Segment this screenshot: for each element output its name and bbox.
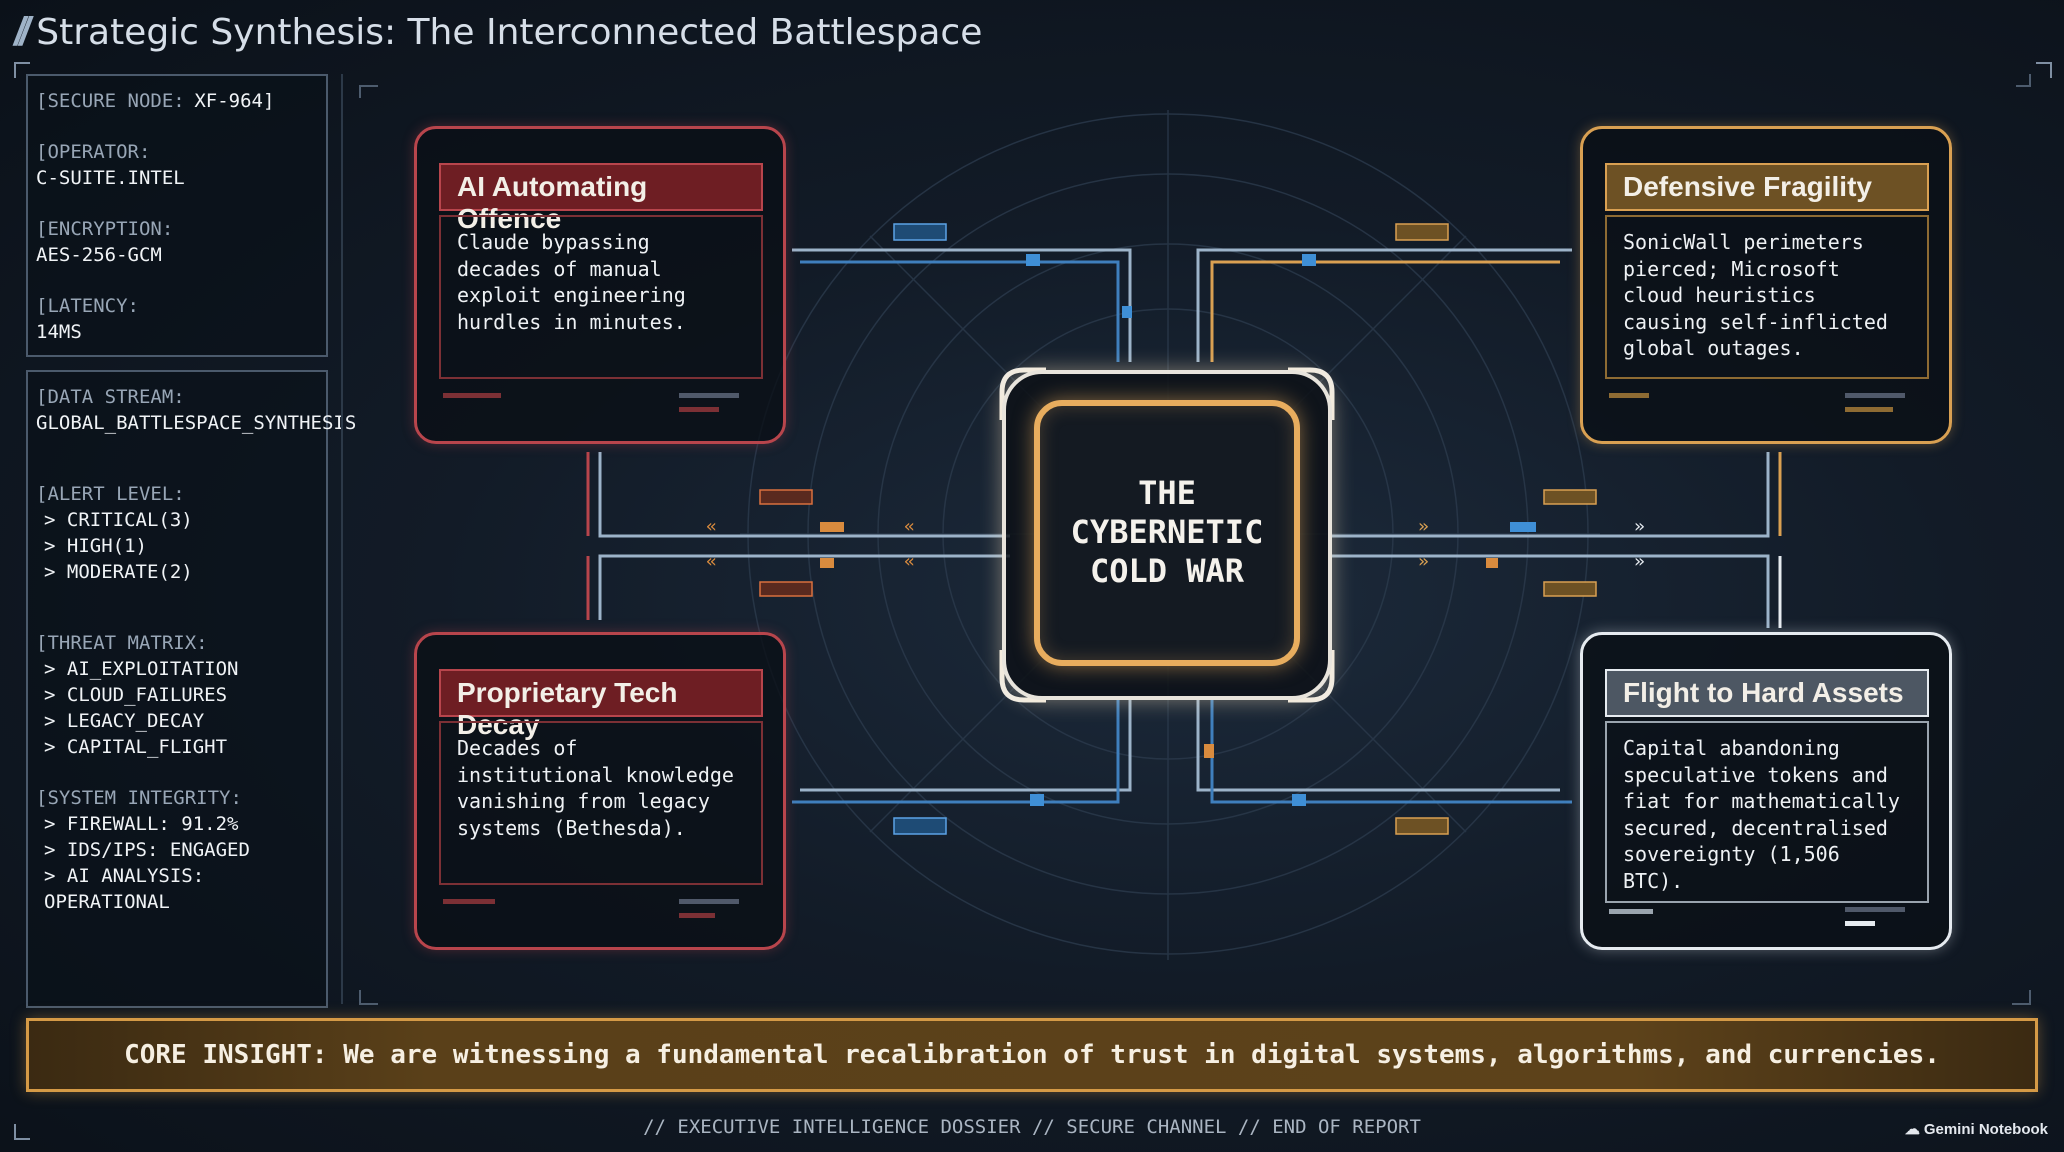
svg-text:»: » <box>1418 516 1429 537</box>
integrity-item: > IDS/IPS: ENGAGED <box>44 839 250 861</box>
node-value: XF-964] <box>194 90 275 112</box>
connector-upper-left <box>792 223 1132 362</box>
svg-text:»: » <box>1418 551 1429 572</box>
svg-text:»: » <box>1634 516 1645 537</box>
card-status-bars <box>439 385 763 419</box>
card-title: AI Automating Offence <box>439 163 763 234</box>
card-defensive-fragility[interactable]: Defensive Fragility SonicWall perimeters… <box>1580 126 1952 444</box>
card-title: Proprietary Tech Decay <box>439 669 763 740</box>
threat-item: > CAPITAL_FLIGHT <box>44 736 228 758</box>
svg-text:«: « <box>706 516 717 537</box>
node-label: [SECURE NODE: <box>36 90 185 112</box>
latency-label: [LATENCY: <box>36 295 139 317</box>
connector-lower-left <box>792 700 1132 835</box>
frame-corner-bl <box>14 1124 30 1140</box>
card-proprietary-tech-decay[interactable]: Proprietary Tech Decay Decades of instit… <box>414 632 786 950</box>
svg-text:«: « <box>904 551 915 572</box>
gemini-icon: ☁ <box>1904 1121 1920 1138</box>
svg-text:»: » <box>1634 551 1645 572</box>
integrity-item: > FIREWALL: 91.2% <box>44 813 239 835</box>
core-insight-text: CORE INSIGHT: We are witnessing a fundam… <box>124 1040 1940 1070</box>
threat-matrix-label: [THREAT MATRIX: <box>36 632 208 654</box>
threat-item: > LEGACY_DECAY <box>44 710 205 732</box>
connector-middle-left: « « « « <box>586 452 1010 620</box>
alert-item: > MODERATE(2) <box>44 561 193 583</box>
footer-text: // EXECUTIVE INTELLIGENCE DOSSIER // SEC… <box>643 1116 1421 1138</box>
data-stream-value: GLOBAL_BATTLESPACE_SYNTHESIS <box>36 412 357 434</box>
threat-item: > CLOUD_FAILURES <box>44 684 228 706</box>
encryption-label: [ENCRYPTION: <box>36 218 174 240</box>
card-body: Claude bypassing decades of manual explo… <box>439 215 763 379</box>
connector-middle-right: » » » » <box>1328 452 1782 628</box>
sidebar-divider <box>341 74 343 1004</box>
center-hub-title: THE CYBERNETIC COLD WAR <box>1070 474 1264 590</box>
card-body: Capital abandoning speculative tokens an… <box>1605 721 1929 903</box>
card-status-bars <box>1605 385 1929 419</box>
brand-watermark: ☁ Gemini Notebook <box>1904 1120 2048 1139</box>
card-status-bars <box>439 891 763 925</box>
connector-upper-right <box>1196 223 1572 362</box>
card-body: Decades of institutional knowledge vanis… <box>439 721 763 885</box>
alert-item: > HIGH(1) <box>44 535 147 557</box>
frame-corner-tl <box>14 62 30 78</box>
encryption-value: AES-256-GCM <box>36 244 162 266</box>
header: // Strategic Synthesis: The Interconnect… <box>14 6 982 58</box>
node-info-panel: [SECURE NODE: XF-964] [OPERATOR: C-SUITE… <box>26 74 328 357</box>
card-ai-automating-offence[interactable]: AI Automating Offence Claude bypassing d… <box>414 126 786 444</box>
data-stream-label: [DATA STREAM: <box>36 386 185 408</box>
svg-text:«: « <box>706 551 717 572</box>
alert-level-label: [ALERT LEVEL: <box>36 483 185 505</box>
svg-text:«: « <box>904 516 915 537</box>
core-insight-banner: CORE INSIGHT: We are witnessing a fundam… <box>26 1018 2038 1092</box>
latency-value: 14MS <box>36 321 82 343</box>
card-title: Flight to Hard Assets <box>1605 669 1929 717</box>
integrity-item: > AI ANALYSIS: OPERATIONAL <box>44 865 205 913</box>
frame-corner-tr <box>2036 62 2052 78</box>
system-integrity-label: [SYSTEM INTEGRITY: <box>36 787 242 809</box>
card-title: Defensive Fragility <box>1605 163 1929 211</box>
card-flight-to-hard-assets[interactable]: Flight to Hard Assets Capital abandoning… <box>1580 632 1952 950</box>
threat-item: > AI_EXPLOITATION <box>44 658 239 680</box>
card-body: SonicWall perimeters pierced; Microsoft … <box>1605 215 1929 379</box>
operator-value: C-SUITE.INTEL <box>36 167 185 189</box>
alert-item: > CRITICAL(3) <box>44 509 193 531</box>
status-panel: [DATA STREAM: GLOBAL_BATTLESPACE_SYNTHES… <box>26 370 357 1008</box>
page-title: Strategic Synthesis: The Interconnected … <box>36 11 983 53</box>
operator-label: [OPERATOR: <box>36 141 151 163</box>
center-hub-core <box>1034 400 1300 666</box>
card-status-bars <box>1605 899 1929 933</box>
connector-lower-right <box>1196 700 1572 835</box>
brand-label: Gemini Notebook <box>1923 1120 2048 1138</box>
title-slashes: // <box>14 9 30 54</box>
